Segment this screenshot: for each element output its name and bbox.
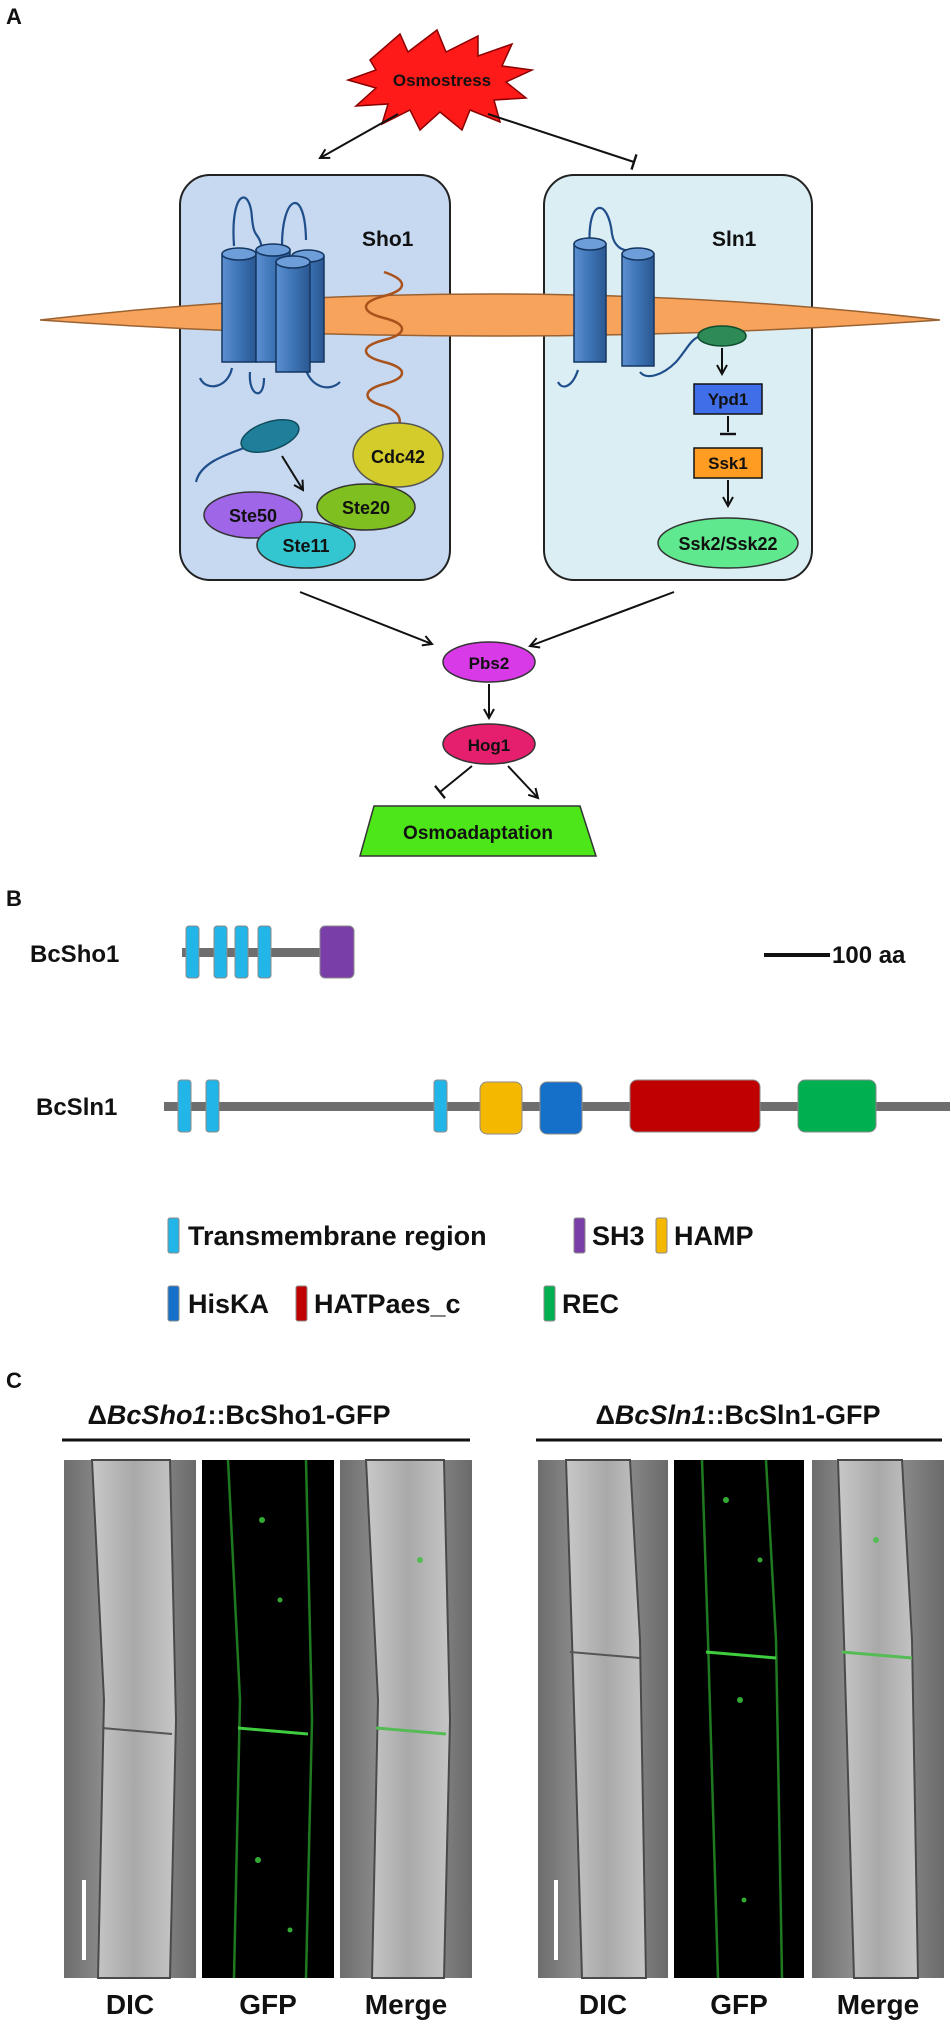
osmostress-burst: Osmostress xyxy=(345,28,535,132)
legend-label-rec: REC xyxy=(562,1289,619,1319)
bcsho1-sh3-domain xyxy=(319,925,355,979)
bcsho1-tm-1 xyxy=(185,925,200,979)
ste50-label: Ste50 xyxy=(229,506,277,526)
panel-a-label: A xyxy=(6,4,22,29)
ssk2-ssk22-label: Ssk2/Ssk22 xyxy=(678,534,777,554)
ssk1-label: Ssk1 xyxy=(708,454,748,473)
ypd1-node xyxy=(693,383,763,415)
group-1-title-strain: BcSho1 xyxy=(107,1400,208,1430)
bcsho1-label: BcSho1 xyxy=(30,941,119,968)
bcsho1-tm-4 xyxy=(257,925,272,979)
hog1-inhibits-osmoadaptation-bar xyxy=(434,765,473,799)
pbs2-node xyxy=(442,641,536,683)
legend-label-hiska: HisKA xyxy=(188,1289,269,1319)
group-1-column-merge: Merge xyxy=(365,1989,447,2020)
group-2-column-dic: DIC xyxy=(579,1989,627,2020)
group-2-column-gfp: GFP xyxy=(710,1989,768,2020)
group-1-title: ΔBcSho1::BcSho1-GFP xyxy=(88,1400,391,1430)
group-1-title-construct: ::BcSho1-GFP xyxy=(207,1400,390,1430)
osmoadaptation-box xyxy=(359,805,598,857)
legend-swatch-hiska xyxy=(167,1285,180,1322)
legend-swatch-rec xyxy=(543,1285,556,1322)
sho1-transmembrane-helices xyxy=(221,243,325,373)
group-2-merge-micrograph xyxy=(812,1459,944,1979)
ste11-label: Ste11 xyxy=(282,536,329,556)
bcsln1-tm-3 xyxy=(433,1079,448,1133)
osmostress-label: Osmostress xyxy=(393,71,491,90)
bcsln1-label: BcSln1 xyxy=(36,1094,117,1121)
group-2-column-merge: Merge xyxy=(837,1989,919,2020)
cdc42-node xyxy=(352,422,444,488)
group-2-dic-micrograph xyxy=(538,1459,668,1979)
sho1-sh3-domain xyxy=(240,419,300,453)
ypd1-label: Ypd1 xyxy=(708,390,749,409)
bcsln1-tm-2 xyxy=(205,1079,220,1133)
group-2-gfp-micrograph xyxy=(674,1459,804,1979)
group-1-column-dic: DIC xyxy=(106,1989,154,2020)
legend-swatch-sh3 xyxy=(573,1217,586,1254)
bcsho1-tm-2 xyxy=(213,925,228,979)
bcsln1-hamp-domain xyxy=(479,1081,523,1135)
ste20-node xyxy=(316,483,416,531)
ssk2-ssk22-node xyxy=(657,517,799,569)
legend-swatch-transmembrane xyxy=(167,1217,180,1254)
legend-label-sh3: SH3 xyxy=(592,1221,645,1251)
hog1-to-osmoadaptation-arrow xyxy=(507,765,538,798)
group-1-column-gfp: GFP xyxy=(239,1989,297,2020)
osmostress-inhibits-sln1-bar xyxy=(487,113,638,170)
legend-label-transmembrane: Transmembrane region xyxy=(188,1221,487,1251)
sho1-loops xyxy=(198,196,341,395)
osmoadaptation-label: Osmoadaptation xyxy=(403,823,553,844)
sln1-branch-box xyxy=(543,174,813,581)
sho1-to-pbs2-arrow xyxy=(299,591,432,644)
bcsho1-domains xyxy=(185,925,355,979)
domain-legend: Transmembrane region SH3 HAMP HisKA HATP… xyxy=(167,1217,754,1322)
legend-swatch-hamp xyxy=(655,1217,668,1254)
sho1-cytoplasmic-tail xyxy=(194,446,245,483)
legend-swatch-hatpase xyxy=(295,1285,308,1322)
hog1-node xyxy=(442,723,536,765)
hog1-label: Hog1 xyxy=(468,736,511,755)
ssk1-node xyxy=(693,447,763,479)
bcsln1-rec-domain xyxy=(797,1079,877,1133)
ste20-label: Ste20 xyxy=(342,498,390,518)
sh3-to-ste50-arrow xyxy=(281,455,303,490)
cdc42-anchor-coil xyxy=(364,270,404,429)
group-1-merge-micrograph xyxy=(340,1459,472,1979)
ste11-node xyxy=(256,521,356,569)
panel-c-label: C xyxy=(6,1368,22,1393)
panel-b-label: B xyxy=(6,886,22,911)
scale-bar-label: 100 aa xyxy=(832,942,906,969)
legend-label-hamp: HAMP xyxy=(674,1221,754,1251)
pbs2-label: Pbs2 xyxy=(469,654,510,673)
sho1-label: Sho1 xyxy=(362,228,414,251)
sln1-transmembrane-helices xyxy=(573,237,655,367)
bcsln1-tm-1 xyxy=(177,1079,192,1133)
group-2-title-construct: ::BcSln1-GFP xyxy=(706,1400,880,1430)
bcsln1-hatpase-domain xyxy=(629,1079,761,1133)
legend-label-hatpase: HATPaes_c xyxy=(314,1289,461,1319)
sln1-label: Sln1 xyxy=(712,228,757,251)
group-1-dic-micrograph xyxy=(64,1459,196,1979)
group-2-title: ΔBcSln1::BcSln1-GFP xyxy=(596,1400,881,1430)
cdc42-label: Cdc42 xyxy=(371,447,425,467)
bcsln1-hiska-domain xyxy=(539,1081,583,1135)
sln1-to-pbs2-arrow xyxy=(530,591,675,646)
group-1-title-delta: Δ xyxy=(88,1400,107,1430)
osmostress-activates-sho1-arrow xyxy=(320,113,399,158)
sln1-loops xyxy=(557,206,701,388)
group-1-gfp-micrograph xyxy=(202,1459,334,1979)
sln1-kinase-domain xyxy=(697,325,747,347)
group-2-title-strain: BcSln1 xyxy=(615,1400,707,1430)
group-2-title-delta: Δ xyxy=(596,1400,615,1430)
bcsln1-domains xyxy=(177,1079,877,1135)
bcsho1-tm-3 xyxy=(234,925,249,979)
